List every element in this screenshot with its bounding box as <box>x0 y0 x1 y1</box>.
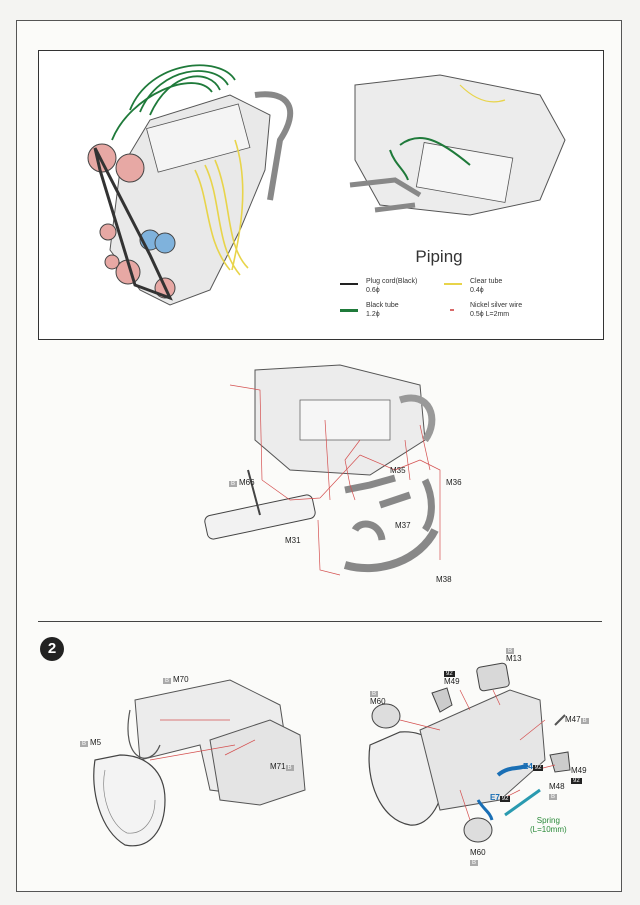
section-divider <box>38 621 602 622</box>
part-label-m37: M37 <box>395 521 411 530</box>
gearbox-right-illustration <box>368 662 571 843</box>
legend-item-black-tube: Black tube 1.2ϕ <box>366 301 399 319</box>
part-id: M5 <box>90 738 102 747</box>
part-tag: B <box>163 678 172 684</box>
part-tag: 92 <box>444 671 455 677</box>
clear-tube-swatch <box>444 283 462 285</box>
part-id: M49 <box>444 677 460 686</box>
gearbox-left-illustration <box>93 679 306 847</box>
legend-item-name: Plug cord(Black) <box>366 278 418 285</box>
part-id: E4 <box>523 762 533 771</box>
legend-item-name: Clear tube <box>470 278 503 285</box>
legend-item-name: Black tube <box>366 302 399 309</box>
piping-legend: Piping Plug cord(Black) 0.6ϕ Clear tube … <box>328 243 550 327</box>
legend-item-size: 0.5ϕ L=2mm <box>470 311 510 318</box>
part-tag: B <box>80 741 89 747</box>
part-id: M66 <box>239 478 255 487</box>
part-tag: B <box>549 794 558 800</box>
part-tag: 92 <box>571 778 582 784</box>
part-label-m35: M35 <box>390 466 406 475</box>
part-id: M13 <box>506 654 522 663</box>
step-number-badge: 2 <box>40 637 64 661</box>
part-id: E7 <box>490 793 500 802</box>
legend-item-size: 0.6ϕ <box>366 287 380 294</box>
part-id: M70 <box>173 675 189 684</box>
plug-cord-swatch <box>340 283 358 285</box>
legend-item-name: Nickel silver wire <box>470 302 523 309</box>
part-label-m38: M38 <box>436 575 452 584</box>
part-tag: B <box>470 860 479 866</box>
black-tube-swatch <box>340 309 358 312</box>
exhaust-exploded-illustration <box>204 364 441 576</box>
part-id: M71 <box>270 762 286 771</box>
engine-piping-illustration <box>87 64 294 306</box>
legend-item-nickel-wire: Nickel silver wire 0.5ϕ L=2mm <box>470 301 522 319</box>
part-tag: 92 <box>499 796 511 802</box>
part-id: M60 <box>470 848 486 857</box>
part-tag: B <box>229 481 238 487</box>
part-id: M47 <box>565 715 581 724</box>
part-id: M48 <box>549 782 565 791</box>
spring-spec: (L=10mm) <box>530 825 567 834</box>
part-label-m49-right: M49 92 <box>571 766 587 784</box>
legend-item-size: 1.2ϕ <box>366 311 380 318</box>
spring-label: Spring <box>536 816 560 825</box>
nickel-wire-swatch <box>450 309 454 311</box>
part-label-m31: M31 <box>285 536 301 545</box>
part-label-spring: Spring(L=10mm) <box>530 816 567 834</box>
legend-item-plug-cord: Plug cord(Black) 0.6ϕ <box>366 277 417 295</box>
part-label-m36: M36 <box>446 478 462 487</box>
part-tag: 92 <box>532 765 544 771</box>
part-tag: B <box>285 765 294 771</box>
legend-item-clear-tube: Clear tube 0.4ϕ <box>470 277 502 295</box>
legend-item-size: 0.4ϕ <box>470 287 484 294</box>
legend-title: Piping <box>415 247 463 266</box>
part-id: M49 <box>571 766 587 775</box>
part-tag: B <box>370 691 379 697</box>
part-tag: B <box>580 718 589 724</box>
engine-underside-illustration <box>349 74 566 216</box>
part-tag: B <box>506 648 515 654</box>
part-id: M60 <box>370 697 386 706</box>
